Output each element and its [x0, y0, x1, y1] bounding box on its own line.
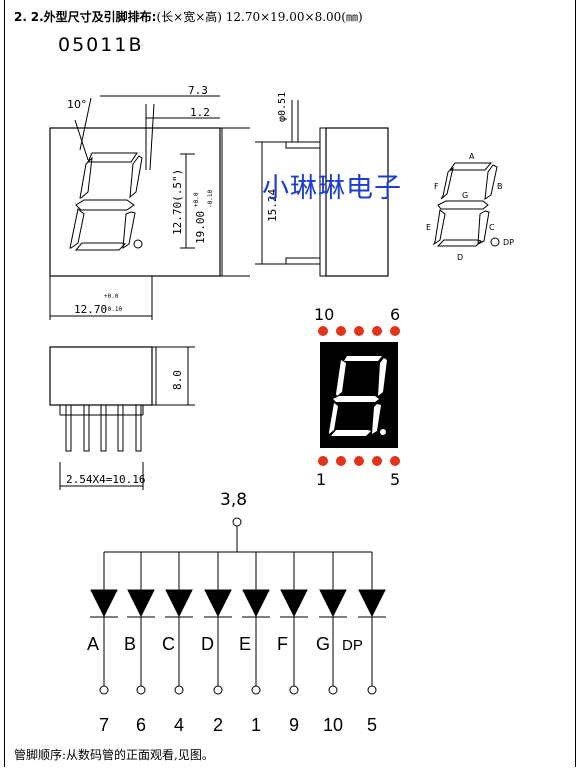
seg-label-b: B: [497, 182, 503, 191]
dim-h-tol-plus: +0.0: [193, 192, 200, 207]
pin-number: 6: [136, 715, 146, 735]
diode: [242, 552, 270, 695]
pin-dot: [336, 326, 346, 336]
dim-h-tol-minus: -0.10: [207, 190, 214, 208]
segment-map: [432, 162, 500, 247]
pin-terminal: [174, 685, 184, 695]
segment-name-row: A B C D E F G DP: [87, 634, 363, 654]
pin-number: 9: [289, 715, 299, 735]
section-heading: 2. 2.外型尺寸及引脚排布:(长×宽×高) 12.70×19.00×8.00(…: [14, 8, 363, 25]
pin-number: 5: [367, 715, 377, 735]
pitch-label: 2.54X4=10.16: [66, 473, 145, 486]
segment-name: A: [87, 634, 99, 654]
section-title: 2.外型尺寸及引脚排布:: [30, 10, 157, 24]
pin-dot: [354, 456, 364, 466]
seg-label-e: E: [426, 223, 431, 232]
watermark: 小琳琳电子: [262, 173, 402, 204]
pin-dot: [336, 456, 346, 466]
pin-dot: [318, 456, 328, 466]
seg-label-g: G: [462, 191, 468, 200]
pin-number: 4: [174, 715, 184, 735]
front-view: [49, 95, 250, 320]
pin-dot: [318, 326, 328, 336]
pin-dia-label: φ0.51: [277, 92, 288, 122]
pin-number: 1: [251, 715, 261, 735]
circuit: [90, 517, 386, 695]
display-digit: [329, 356, 387, 436]
common-terminal: [232, 517, 242, 527]
section-number: 2.: [14, 10, 27, 24]
dim-top-label: 7.3: [188, 84, 208, 97]
segment-name: D: [201, 634, 214, 654]
dim-w-tol-plus: +0.0: [104, 293, 119, 300]
segment-name: DP: [342, 637, 363, 654]
diode: [280, 552, 308, 695]
segment-name: G: [316, 634, 330, 654]
pin-number: 7: [99, 715, 109, 735]
diode: [319, 552, 347, 695]
pin-terminal: [328, 685, 338, 695]
pin-dot: [390, 456, 400, 466]
top-pin-dots: [318, 326, 400, 336]
pin-number: 10: [323, 715, 343, 735]
dim-seg-label: 1.2: [190, 106, 210, 119]
segment-name: C: [162, 634, 175, 654]
bottom-view-pins: [65, 404, 142, 452]
pin-label-5: 5: [390, 470, 400, 489]
dim-w-tol-minus: -0.10: [104, 306, 122, 313]
pin-diagram: 10 6 1 5: [314, 305, 400, 489]
footer-note: 管脚顺序:从数码管的正面观看,见图。: [14, 748, 214, 762]
pin-terminal: [213, 685, 223, 695]
diode: [204, 552, 232, 695]
bottom-height-label: 8.0: [171, 370, 184, 390]
pin-label-6: 6: [390, 305, 400, 324]
diode: [127, 552, 155, 695]
seg-label-f: F: [434, 182, 439, 191]
bottom-pin-dots: [318, 456, 400, 466]
seg-label-d: D: [457, 253, 463, 262]
pin-dot: [372, 456, 382, 466]
seg-label-c: C: [489, 223, 495, 232]
seg-label-dp: DP: [503, 238, 514, 247]
seg-label-a: A: [469, 152, 475, 161]
pin-number: 2: [213, 715, 223, 735]
pin-terminal: [367, 685, 377, 695]
segment-name: F: [277, 634, 288, 654]
front-digit: [69, 152, 143, 251]
pin-number-row: 7 6 4 2 1 9 10 5: [99, 715, 377, 735]
segment-name: E: [239, 634, 251, 654]
pin-dot: [354, 326, 364, 336]
pin-dot: [372, 326, 382, 336]
pin-dot: [390, 326, 400, 336]
diode: [90, 552, 118, 695]
dim-h-main-label: 19.00: [194, 211, 207, 244]
common-label: 3,8: [220, 490, 247, 510]
angle-label: 10°: [67, 98, 87, 111]
page-frame: [4, 0, 576, 767]
pin-terminal: [289, 685, 299, 695]
model-number: 05011B: [58, 34, 144, 56]
side-view: [255, 100, 389, 277]
pin-label-1: 1: [316, 470, 326, 489]
pin-terminal: [136, 685, 146, 695]
dim-digit-h-label: 12.70(.5"): [171, 169, 184, 235]
diode: [358, 552, 386, 695]
pin-label-10: 10: [314, 305, 334, 324]
diode-array: [90, 552, 386, 695]
pin-h-label: 15.24: [266, 189, 279, 222]
segment-name: B: [124, 634, 136, 654]
pin-terminal: [251, 685, 261, 695]
section-dims: (长×宽×高) 12.70×19.00×8.00(㎜): [156, 10, 363, 24]
dim-w-main-label: 12.70: [74, 303, 107, 316]
pin-terminal: [99, 685, 109, 695]
diode: [165, 552, 193, 695]
